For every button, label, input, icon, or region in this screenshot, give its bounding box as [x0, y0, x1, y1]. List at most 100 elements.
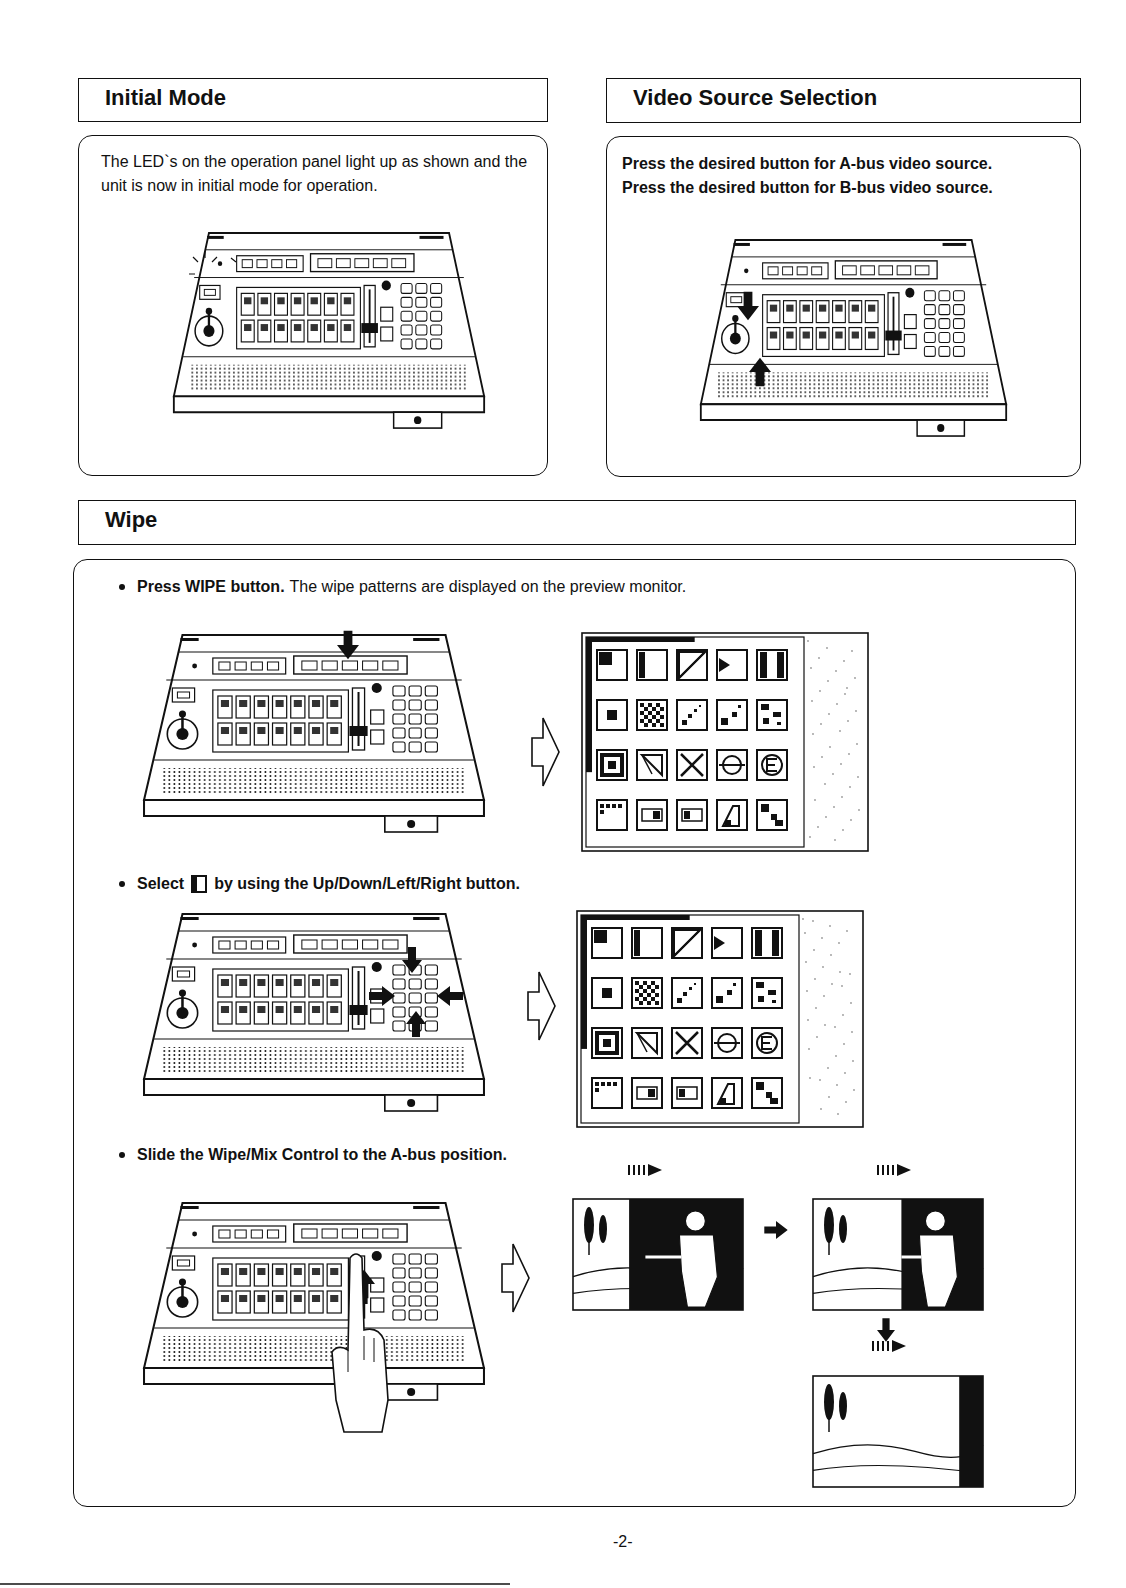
- mixer-console-part: [276, 1295, 284, 1302]
- wipe-pattern-menu-part: [826, 647, 828, 649]
- motion-indicator-part: [633, 1165, 635, 1175]
- mixer-console-part: [953, 333, 964, 343]
- mixer-console-part: [409, 1310, 421, 1320]
- mixer-console-part: [341, 293, 354, 315]
- mixer-console-part: [244, 297, 251, 304]
- mixer-console-part: [312, 727, 320, 734]
- wipe-pattern-menu-part: [857, 776, 859, 778]
- wipe-pattern-menu-part-part: [733, 983, 736, 986]
- mixer-console-part: [701, 404, 1006, 420]
- mixer-console-part: [219, 662, 230, 670]
- mixer-console-part: [178, 652, 449, 653]
- mixer-console-part: [939, 291, 950, 301]
- mixer-console-part: [401, 297, 412, 307]
- instruction-text: Press WIPE button.: [137, 576, 285, 598]
- mixer-console-part: [401, 339, 412, 349]
- wipe-pattern-menu-part: [856, 743, 858, 745]
- mixer-console-part: [257, 700, 265, 707]
- wipe-pattern-menu-part-part: [775, 820, 783, 826]
- wipe-pattern-menu-part: [811, 700, 813, 702]
- wipe-pattern-menu-part: [843, 1043, 845, 1045]
- mixer-console-part: [218, 1002, 232, 1024]
- mixer-console-part: [371, 730, 384, 744]
- body-text: The LED`s on the operation panel light u…: [101, 150, 531, 198]
- wipe-pattern-menu-part: [846, 930, 848, 932]
- mixer-console-part: [192, 943, 197, 948]
- mixer-console-part: [312, 700, 320, 707]
- wipe-transition-frame-part: [839, 1392, 847, 1420]
- mixer-console-part: [251, 1230, 262, 1238]
- mixer-console-part: [261, 324, 268, 331]
- wipe-pattern-menu-part: [632, 978, 662, 1008]
- mixer-console-part: [330, 727, 338, 734]
- wipe-pattern-menu-part: [839, 971, 841, 973]
- mixer-console-part: [294, 700, 302, 707]
- mixer-console-part: [937, 424, 944, 432]
- mixer-console-part: [939, 305, 950, 315]
- wipe-pattern-menu-part-part: [640, 719, 644, 723]
- mixer-console-part: [355, 259, 369, 268]
- bullet-dot: [119, 1152, 125, 1158]
- mixer-console-part: [291, 1291, 305, 1313]
- mixer-console-part: [416, 297, 427, 307]
- wipe-pattern-menu-part-part: [732, 712, 737, 717]
- wipe-pattern-menu-part-part: [738, 705, 741, 708]
- wipe-pattern-menu-part-part: [602, 988, 612, 998]
- mixer-console-part: [218, 723, 232, 745]
- mixer-console-part: [276, 727, 284, 734]
- wipe-transition-frame-part: [824, 1384, 834, 1420]
- wipe-pattern-menu-part-part: [761, 804, 769, 812]
- wipe-pattern-menu-part: [821, 756, 823, 758]
- wipe-pattern-menu-part: [807, 640, 809, 642]
- mixer-console-part: [251, 662, 262, 670]
- wipe-pattern-menu-part-part: [679, 1089, 685, 1097]
- wipe-pattern-menu-part-part: [639, 985, 643, 989]
- instruction-text: by using the Up/Down/Left/Right button.: [214, 873, 520, 895]
- wipe-pattern-menu-part: [844, 1072, 846, 1074]
- wipe-pattern-menu-part-part: [768, 990, 776, 995]
- motion-indicator-part: [638, 1165, 640, 1175]
- mixer-console-part: [431, 325, 442, 335]
- mixer-console-part: [308, 293, 321, 315]
- wipe-pattern-menu-part: [808, 1048, 810, 1050]
- wipe-pattern-menu-part: [809, 1077, 811, 1079]
- wipe-pattern-menu-part-part: [717, 800, 747, 830]
- mixer-console-part: [177, 971, 189, 977]
- wipe-pattern-menu-part-part: [644, 707, 648, 711]
- motion-indicator-part: [877, 1165, 879, 1175]
- mixer-console-part: [349, 1005, 367, 1015]
- page-rule: [0, 1584, 510, 1585]
- wipe-transition-frame-part: [839, 1215, 847, 1243]
- mixer-console-part: [393, 965, 405, 975]
- wipe-pattern-menu-part-part: [719, 658, 730, 672]
- mixer-console-part: [393, 742, 405, 752]
- wipe-pattern-menu-part: [823, 995, 825, 997]
- section-heading: Wipe: [78, 500, 1076, 545]
- mixer-console-part: [312, 1268, 320, 1275]
- wipe-pattern-menu-part: [809, 836, 811, 838]
- wipe-pattern-menu-part-part: [632, 978, 662, 1008]
- wipe-pattern-menu-part: [581, 915, 587, 1049]
- wipe-pattern-menu-part-part: [683, 992, 687, 996]
- mixer-console-part: [409, 686, 421, 696]
- mixer-console-part: [221, 1268, 229, 1275]
- mixer-console-part: [239, 979, 247, 986]
- mixer-console-part: [276, 1006, 284, 1013]
- heading-text: Video Source Selection: [633, 79, 877, 117]
- mixer-console-part: [767, 301, 780, 323]
- motion-indicator-part: [892, 1340, 906, 1352]
- wipe-transition-frame-part: [588, 1239, 590, 1255]
- wipe-pattern-menu-part: [820, 1108, 822, 1110]
- mixer-console-part: [327, 324, 334, 331]
- wipe-pattern-menu-part-part: [597, 800, 627, 830]
- wipe-pattern-menu-part-part: [676, 1032, 698, 1054]
- mixer-console-part: [251, 941, 262, 949]
- mixer-console-part: [254, 1264, 268, 1286]
- mixer-console-part: [425, 1296, 437, 1306]
- wipe-pattern-menu-part-part: [592, 1028, 622, 1058]
- wipe-pattern-menu-part: [829, 925, 831, 927]
- wipe-pattern-menu-part-part: [607, 710, 617, 720]
- wipe-pattern-menu-part-part: [604, 757, 620, 773]
- wipe-pattern-menu-part: [841, 985, 843, 987]
- wipe-pattern-menu-part: [842, 1014, 844, 1016]
